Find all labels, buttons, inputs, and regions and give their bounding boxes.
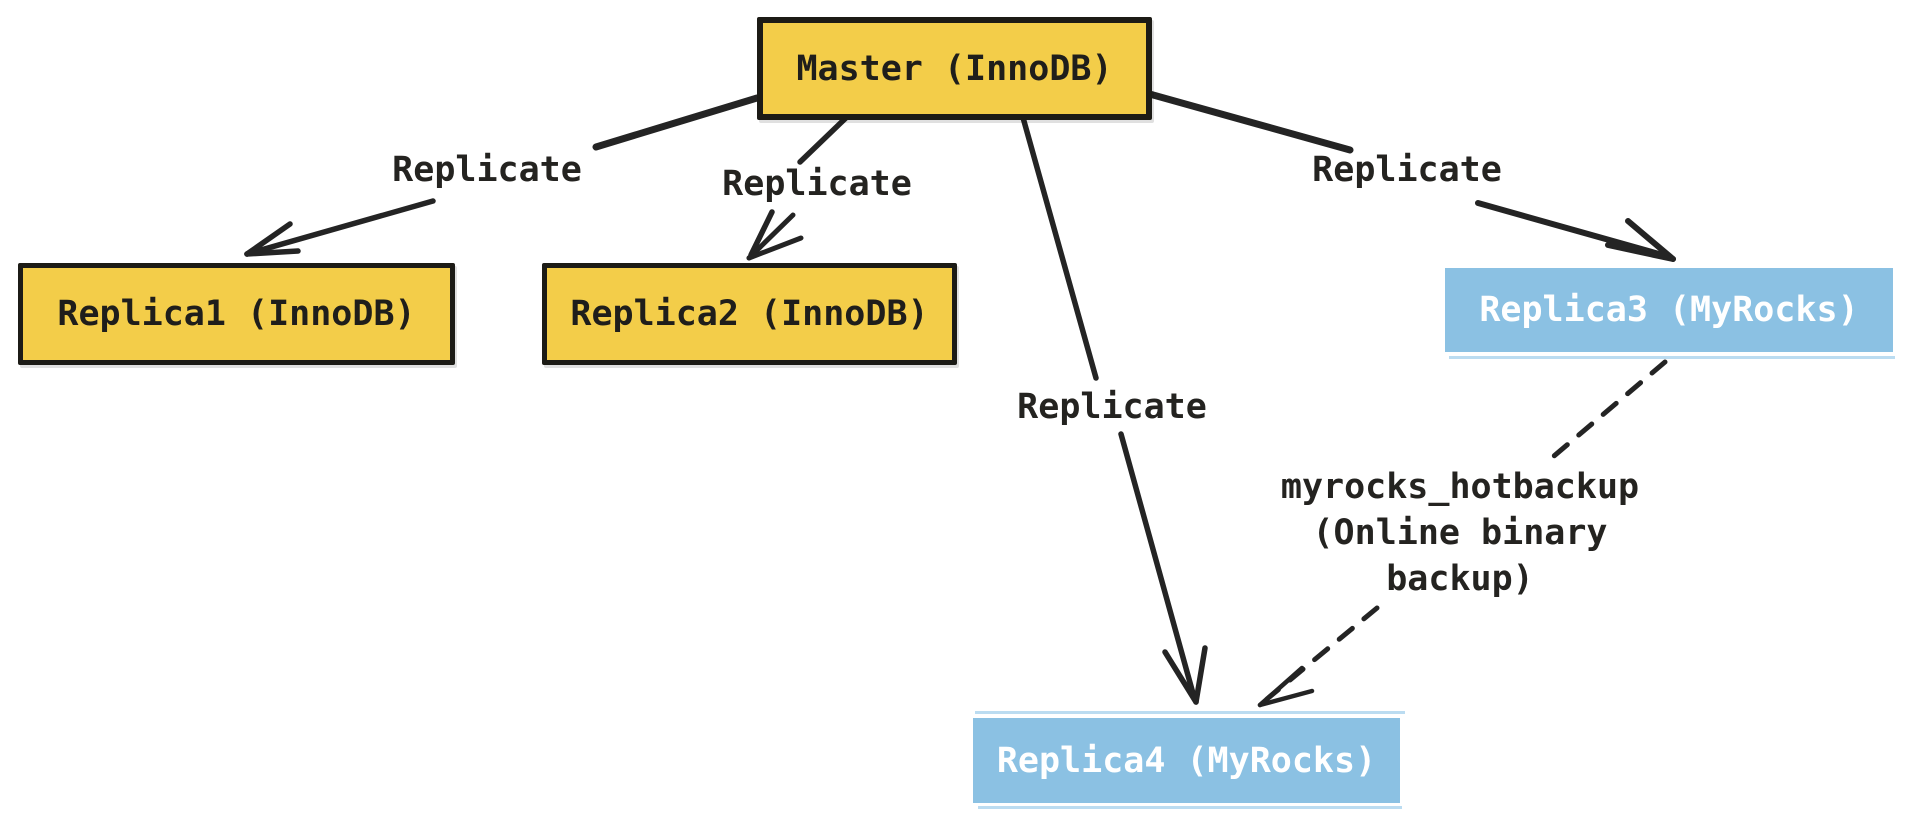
backup-label-line-1: myrocks_hotbackup [1280,467,1640,507]
arrowhead-replica2-icon [746,212,804,261]
edge-label-replicate-4: Replicate [1017,387,1207,427]
arrow-master-to-replica3 [1142,89,1676,262]
backup-label-line-3: backup) [1386,559,1534,599]
node-replica1-label: Replica1 (InnoDB) [57,294,416,334]
replica3-accent-line [1449,356,1895,359]
node-master: Master (InnoDB) [757,17,1152,120]
dashed-arrow-replica3-to-replica4 [1257,359,1668,708]
replica4-accent-line-bottom [978,806,1402,809]
node-replica1: Replica1 (InnoDB) [18,263,455,365]
node-replica3-label: Replica3 (MyRocks) [1479,290,1859,330]
arrowhead-backup-icon [1257,665,1315,708]
arrowhead-replica1-icon [244,221,301,257]
edge-label-myrocks-hotbackup: myrocks_hotbackup (Online binary backup) [1250,464,1670,602]
replica4-accent-line-top [975,711,1405,714]
arrow-master-to-replica2 [746,110,854,261]
node-replica2: Replica2 (InnoDB) [542,263,957,365]
node-replica2-label: Replica2 (InnoDB) [570,294,929,334]
edge-label-replicate-3: Replicate [1312,150,1502,190]
backup-label-line-2: (Online binary [1312,513,1608,553]
node-replica4: Replica4 (MyRocks) [973,718,1400,803]
edge-label-replicate-1: Replicate [392,150,582,190]
node-replica4-label: Replica4 (MyRocks) [996,740,1377,781]
arrow-master-to-replica4 [1019,111,1208,705]
edge-label-replicate-2: Replicate [722,164,912,204]
arrowhead-replica4-icon [1162,645,1208,705]
node-replica3: Replica3 (MyRocks) [1445,268,1893,352]
arrow-master-to-replica1 [244,94,761,257]
arrowhead-replica3-icon [1605,218,1676,262]
node-master-label: Master (InnoDB) [796,48,1113,89]
